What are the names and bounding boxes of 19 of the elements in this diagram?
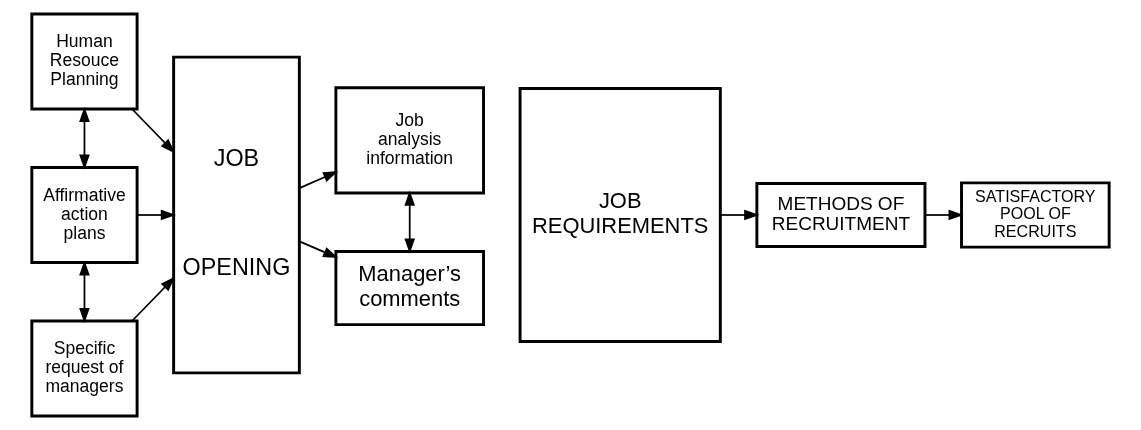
arrow <box>131 276 176 322</box>
arrow <box>79 106 90 170</box>
arrow <box>924 209 964 221</box>
arrow <box>298 240 339 259</box>
node-box: Human Resouce Planning <box>30 12 139 111</box>
arrow <box>298 171 339 189</box>
node-box: SATISFACTORY POOL OF RECRUITS <box>960 181 1111 249</box>
arrow <box>404 190 416 254</box>
node-box: Specific request of managers <box>30 319 139 418</box>
node-box: Job analysis information <box>334 86 485 195</box>
arrow <box>719 209 760 221</box>
arrow <box>79 260 90 324</box>
node-box: JOB REQUIREMENTS <box>518 87 722 343</box>
arrow <box>136 209 176 221</box>
node-box: JOB OPENING <box>172 55 301 375</box>
node-box: Manager’s comments <box>334 250 485 327</box>
arrow <box>131 108 176 154</box>
node-box: Affirmative action plans <box>30 166 139 264</box>
node-box: METHODS OF RECRUITMENT <box>755 182 927 248</box>
